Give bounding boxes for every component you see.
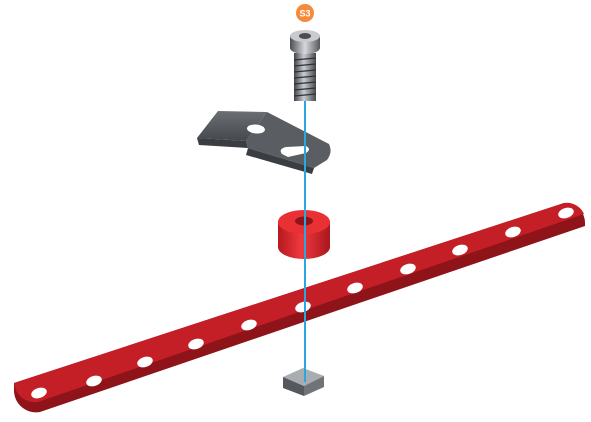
step-badge: S3 [296, 4, 314, 22]
step-badge-label: S3 [299, 9, 310, 19]
screw-icon [290, 30, 320, 101]
angle-bracket-icon [197, 111, 331, 174]
square-nut-icon [283, 368, 324, 396]
